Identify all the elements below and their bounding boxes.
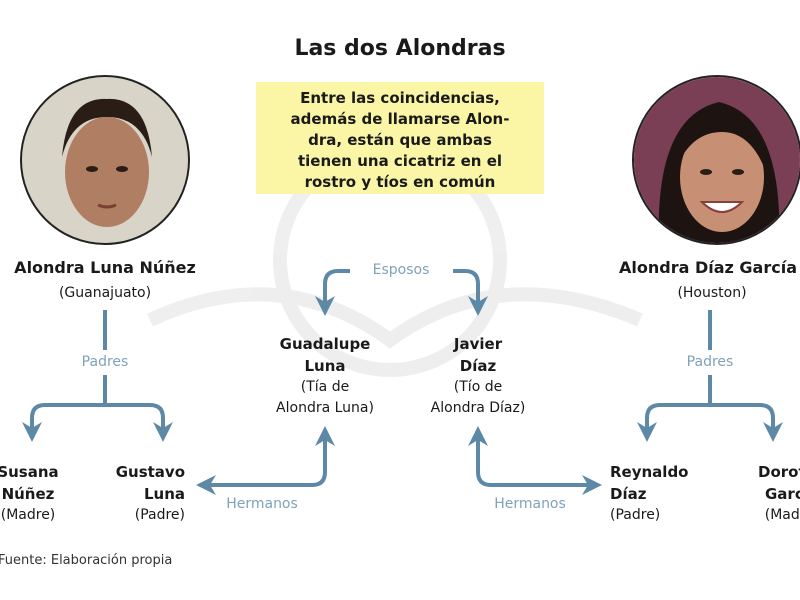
mother-first-name: Susana: [0, 463, 59, 481]
photo-alondra-diaz: [632, 75, 800, 245]
source-note: Fuente: Elaboración propia: [0, 553, 173, 568]
infographic-title: Las dos Alondras: [294, 36, 506, 61]
spouse-arrow-right: [453, 269, 488, 316]
father-last-name: Luna: [143, 485, 185, 503]
coincidences-note: Entre las coincidencias, además de llama…: [256, 82, 544, 194]
mother-first-name: Dorotea: [758, 463, 800, 481]
note-line: rostro y tíos en común: [304, 173, 496, 191]
siblings-arrow-right: [468, 426, 602, 495]
father-role: (Padre): [610, 507, 661, 523]
left-father-arrow: [105, 403, 173, 442]
left-person-place: (Guanajuato): [58, 285, 152, 301]
spouses-label: Esposos: [372, 262, 430, 278]
note-line: además de llamarse Alon-: [290, 110, 510, 128]
uncle-first-name: Javier: [453, 335, 503, 353]
right-mother: Dorotea García (Madre): [758, 461, 800, 526]
aunt-last-name: Luna: [304, 357, 346, 375]
uncle: Javier Díaz (Tío de Alondra Díaz): [431, 333, 526, 419]
aunt-first-name: Guadalupe: [279, 335, 371, 353]
uncle-last-name: Díaz: [459, 357, 497, 375]
father-last-name: Díaz: [610, 485, 647, 503]
uncle-role: (Tío de: [453, 379, 503, 395]
left-person-name: Alondra Luna Núñez: [14, 258, 196, 277]
mother-role: (Madre): [764, 507, 800, 523]
left-father: Gustavo Luna (Padre): [116, 461, 185, 526]
siblings-arrow-left: [196, 426, 335, 495]
right-parents-label: Padres: [686, 354, 734, 370]
siblings-label-left: Hermanos: [226, 496, 298, 512]
note-line: tienen una cicatriz en el: [297, 152, 503, 170]
mother-last-name: García: [765, 485, 800, 503]
left-parents-label: Padres: [81, 354, 129, 370]
aunt-role-2: Alondra Luna): [276, 400, 374, 416]
father-first-name: Reynaldo: [610, 463, 689, 481]
left-mother: Susana Núñez (Madre): [0, 461, 59, 526]
right-father-arrow: [647, 375, 712, 432]
father-first-name: Gustavo: [115, 463, 185, 481]
spouse-arrow-left: [315, 269, 350, 316]
mother-last-name: Núñez: [1, 485, 55, 503]
right-person-name: Alondra Díaz García: [619, 258, 797, 277]
mother-role: (Madre): [0, 507, 56, 523]
note-line: dra, están que ambas: [308, 131, 492, 149]
father-role: (Padre): [134, 507, 185, 523]
siblings-label-right: Hermanos: [494, 496, 566, 512]
aunt: Guadalupe Luna (Tía de Alondra Luna): [276, 333, 374, 419]
right-person-place: (Houston): [677, 285, 747, 301]
left-mother-arrow: [32, 375, 107, 432]
photo-alondra-luna: [20, 75, 190, 245]
right-mother-arrow: [710, 403, 783, 442]
right-father: Reynaldo Díaz (Padre): [610, 461, 689, 526]
uncle-role-2: Alondra Díaz): [430, 400, 526, 416]
note-line: Entre las coincidencias,: [300, 89, 500, 107]
aunt-role: (Tía de: [300, 379, 350, 395]
